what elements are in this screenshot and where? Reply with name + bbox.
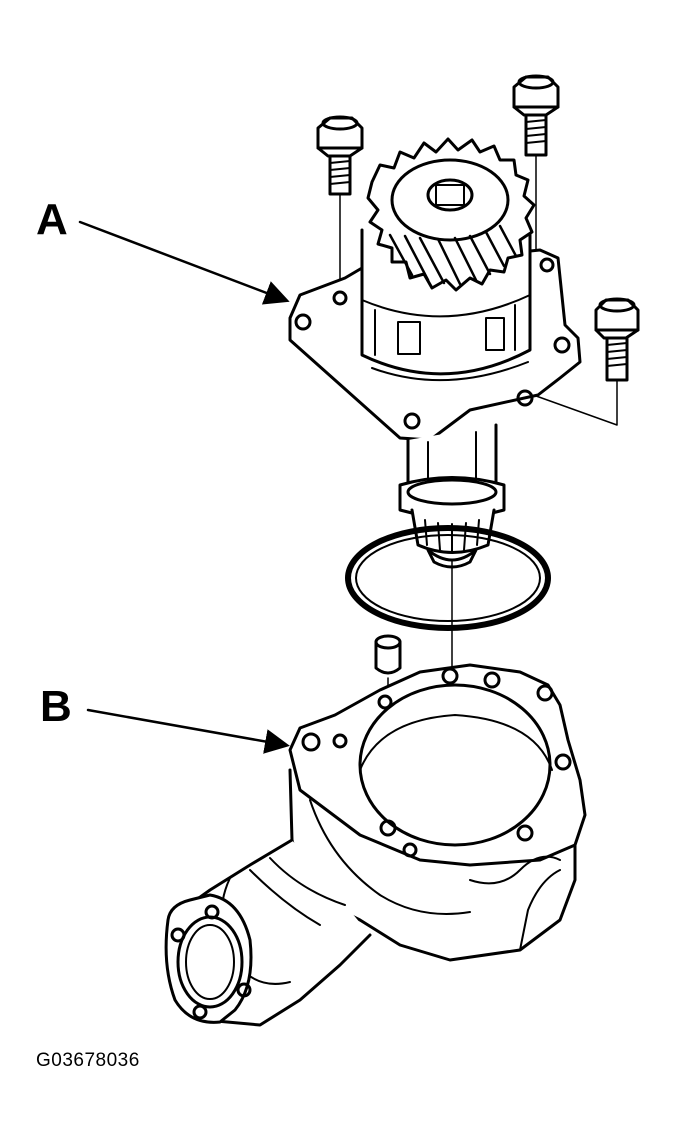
bolt-left: [316, 115, 364, 196]
shaft-bearing: [398, 476, 506, 569]
helical-gear: [366, 137, 536, 292]
callout-label-a: A: [36, 195, 68, 244]
lower-housing: [164, 663, 587, 1027]
figure-code: G03678036: [36, 1050, 140, 1071]
dowel-pin: [374, 634, 402, 675]
o-ring: [345, 525, 551, 631]
bolt-right-top: [512, 74, 560, 157]
callout-arrow-b: [86, 708, 290, 754]
bolt-right-side: [594, 297, 640, 382]
callout-label-b: B: [40, 682, 72, 731]
callout-arrow-a: [78, 220, 290, 305]
